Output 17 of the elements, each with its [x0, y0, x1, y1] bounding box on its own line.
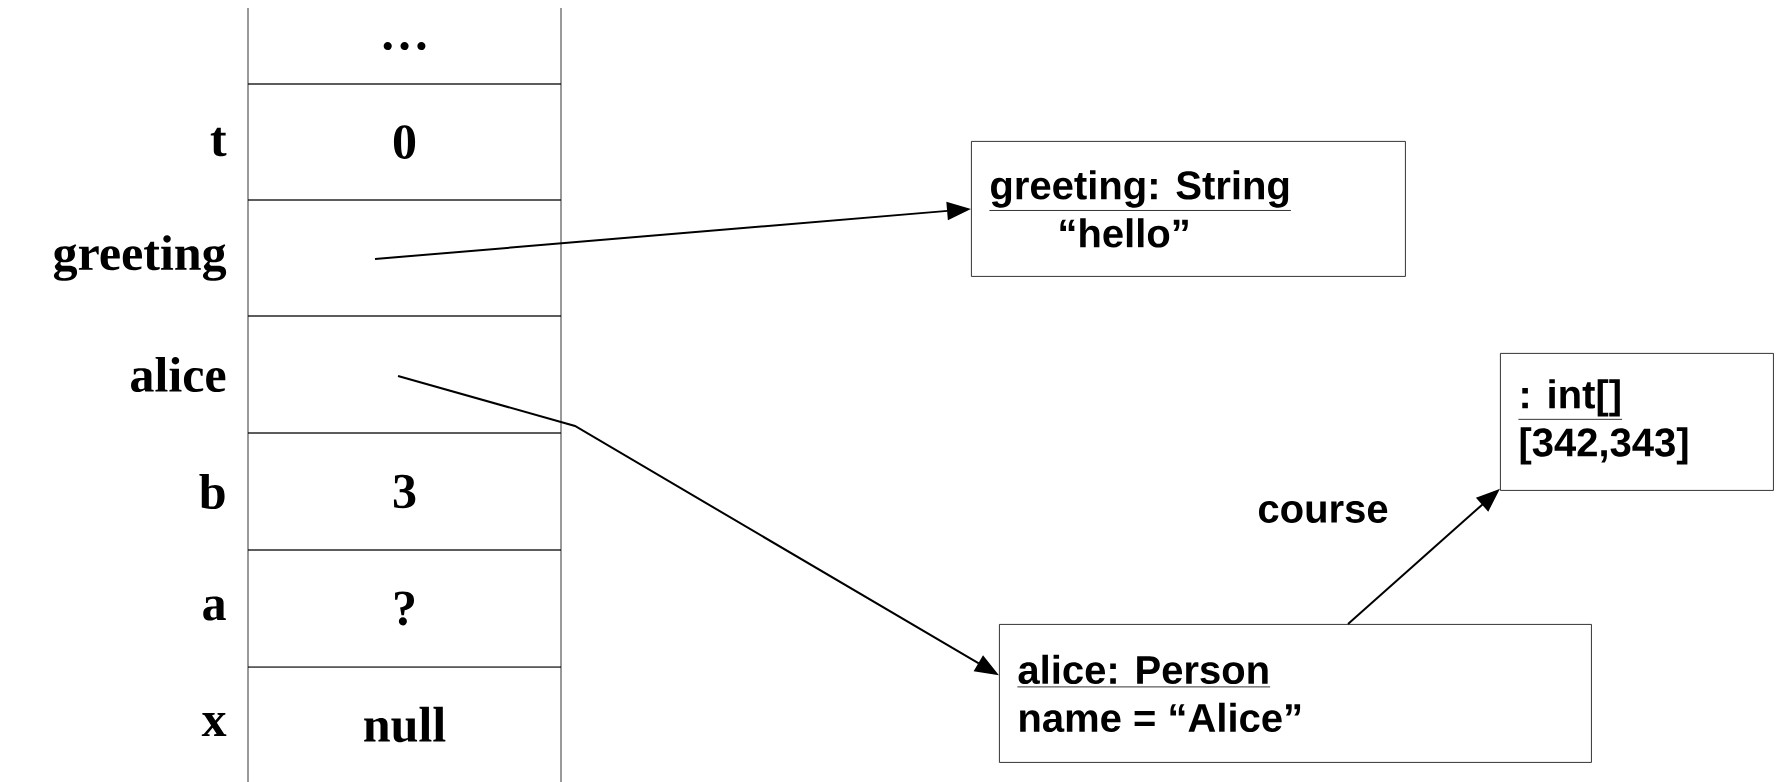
object-box: alice: Person name = “Alice”	[999, 624, 1592, 763]
stack-cell	[247, 199, 562, 317]
stack-cell: 0	[247, 83, 562, 201]
object-box: greeting: String “hello”	[971, 141, 1406, 277]
variable-name: alice	[131, 356, 226, 393]
variable-name: t	[210, 127, 227, 157]
stack-cell: ?	[247, 549, 562, 668]
stack-cell: …	[247, 7, 562, 85]
variable-name: b	[199, 473, 225, 510]
object-box: : int[] [342,343]	[1500, 353, 1774, 491]
stack-cell: null	[247, 666, 562, 782]
variable-name: a	[203, 596, 226, 621]
stack-cell: 3	[247, 432, 562, 551]
variable-name: x	[201, 713, 227, 736]
stack-cell	[247, 315, 562, 434]
edge-label: course	[1259, 501, 1388, 523]
variable-name: greeting	[53, 235, 227, 281]
